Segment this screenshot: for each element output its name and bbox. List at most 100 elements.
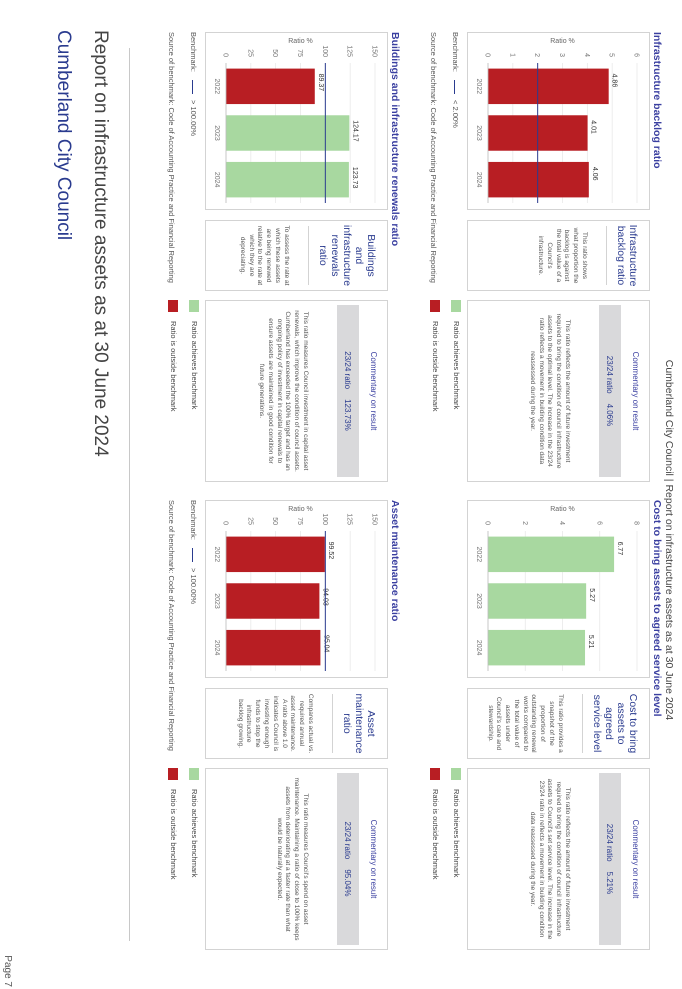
result-value: 4.06% (605, 403, 615, 427)
legend-label: Ratio achieves benchmark (190, 789, 199, 878)
legend-outside: Ratio is outside benchmark (167, 300, 178, 490)
result-year: 23/24 ratio (605, 355, 615, 394)
y-tick-label: 0 (484, 53, 491, 57)
bar-value-label: 4.01 (590, 120, 597, 134)
y-tick-label: 5 (608, 53, 615, 57)
red-swatch-icon (429, 300, 440, 312)
commentary-heading: Commentary on result (369, 351, 378, 431)
y-tick-label: 75 (296, 49, 303, 57)
bar (226, 629, 321, 666)
legend-label: Ratio is outside benchmark (431, 321, 440, 412)
x-tick-label: 2022 (213, 547, 220, 563)
y-tick-label: 0 (222, 53, 229, 57)
bar (488, 629, 586, 666)
y-axis-label: Ratio % (288, 506, 313, 513)
result-year: 23/24 ratio (605, 823, 615, 862)
x-tick-label: 2024 (475, 640, 482, 656)
y-tick-label: 50 (271, 49, 278, 57)
y-tick-label: 3 (558, 53, 565, 57)
ratio-info-box: Cost to bring assets to agreed service l… (467, 688, 650, 759)
legend-label: Ratio is outside benchmark (169, 321, 178, 412)
y-tick-label: 50 (271, 517, 278, 525)
legend-achieves: Ratio achieves benchmark (450, 768, 461, 958)
bar (488, 583, 587, 619)
title-divider (129, 48, 130, 941)
result-value: 123.73% (343, 399, 353, 431)
red-swatch-icon (167, 300, 178, 312)
result-value: 95.04% (343, 869, 353, 897)
commentary-box: Commentary on result 23/24 ratio 5.21% T… (467, 768, 650, 950)
y-tick-label: 25 (246, 517, 253, 525)
ratio-name: Cost to bring assets to agreed service l… (590, 693, 639, 754)
ratio-description: This ratio shows what proportion the bac… (537, 227, 588, 284)
benchmark-label: Benchmark: (189, 32, 198, 73)
y-axis-label: Ratio % (550, 506, 575, 513)
y-tick-label: 0 (222, 521, 229, 525)
benchmark-value: > 100.00% (189, 568, 198, 605)
result-value: 5.21% (605, 871, 615, 895)
bar (226, 68, 315, 105)
x-tick-label: 2023 (475, 125, 482, 141)
benchmark-source: Source of benchmark: Code of Accounting … (429, 32, 438, 283)
bar-value-label: 4.06 (591, 167, 598, 181)
red-swatch-icon (167, 768, 178, 780)
x-tick-label: 2023 (213, 593, 220, 609)
legend-achieves: Ratio achieves benchmark (450, 300, 461, 490)
commentary-text: This ratio reflects the amount of future… (528, 778, 571, 940)
green-swatch-icon (450, 300, 461, 312)
y-tick-label: 75 (296, 517, 303, 525)
commentary-text: This ratio measures Council investment i… (258, 310, 309, 472)
commentary-heading: Commentary on result (631, 819, 640, 899)
x-tick-label: 2024 (213, 640, 220, 656)
legend-achieves: Ratio achieves benchmark (188, 300, 199, 490)
x-tick-label: 2022 (213, 79, 220, 95)
x-tick-label: 2023 (213, 125, 220, 141)
x-tick-label: 2022 (475, 547, 482, 563)
bar (487, 68, 609, 105)
benchmark-label: Benchmark: (451, 32, 460, 73)
legend-label: Ratio is outside benchmark (169, 789, 178, 880)
x-tick-label: 2024 (213, 172, 220, 188)
benchmark-source: Source of benchmark: Code of Accounting … (167, 32, 176, 283)
ratio-info-box: Infrastructure backlog ratio This ratio … (467, 220, 650, 291)
green-swatch-icon (188, 768, 199, 780)
legend-outside: Ratio is outside benchmark (429, 768, 440, 958)
y-tick-label: 4 (558, 521, 565, 525)
y-axis-label: Ratio % (550, 38, 575, 45)
org-title: Cumberland City Council (53, 30, 74, 241)
panel-title: Infrastructure backlog ratio (651, 32, 663, 169)
ratio-name: Buildings and infrastructure renewals ra… (316, 224, 377, 287)
bar-value-label: 5.21 (587, 635, 594, 649)
ratio-description: This ratio provides a snapshot of the pr… (486, 694, 564, 753)
legend-outside: Ratio is outside benchmark (167, 768, 178, 958)
legend-achieves: Ratio achieves benchmark (188, 768, 199, 958)
y-tick-label: 8 (633, 521, 640, 525)
benchmark-label: Benchmark: (189, 500, 198, 541)
y-tick-label: 25 (246, 49, 253, 57)
y-tick-label: 150 (371, 513, 378, 525)
ratio-description: To assess the rate at which these assets… (238, 225, 290, 286)
panel-title: Cost to bring assets to agreed service l… (651, 500, 663, 717)
commentary-heading: Commentary on result (631, 351, 640, 431)
legend-label: Ratio achieves benchmark (452, 321, 461, 410)
panel-title: Buildings and infrastructure renewals ra… (389, 32, 401, 247)
y-tick-label: 1 (508, 53, 515, 57)
legend-label: Ratio achieves benchmark (190, 321, 199, 410)
bar-value-label: 4.86 (611, 74, 618, 88)
benchmark-source: Source of benchmark: Code of Accounting … (167, 500, 176, 751)
commentary-box: Commentary on result 23/24 ratio 4.06% T… (467, 300, 650, 482)
green-swatch-icon (450, 768, 461, 780)
bar-value-label: 5.27 (588, 588, 595, 602)
y-tick-label: 6 (633, 53, 640, 57)
result-year: 23/24 ratio (343, 821, 353, 860)
y-tick-label: 2 (533, 53, 540, 57)
ratio-name: Asset maintenance ratio (340, 693, 377, 754)
